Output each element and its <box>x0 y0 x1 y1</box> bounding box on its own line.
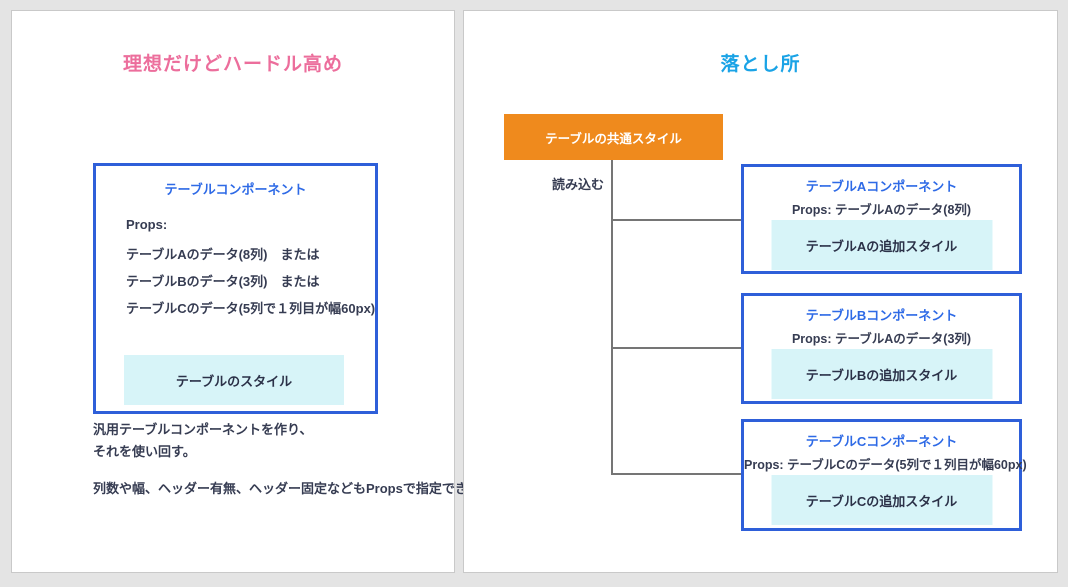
right-panel: 落とし所 テーブルの共通スタイル 読み込む テーブルAコンポーネント Props… <box>463 10 1058 573</box>
left-note-extra: 列数や幅、ヘッダー有無、ヘッダー固定などもPropsで指定できる <box>93 481 481 496</box>
connector-branch-a <box>613 219 741 221</box>
props-label: Props: <box>126 217 168 232</box>
connector-branch-c <box>613 473 741 475</box>
left-note-block: 汎用テーブルコンポーネントを作り、 それを使い回す。 <box>93 419 312 463</box>
table-b-style-box: テーブルBの追加スタイル <box>771 349 992 399</box>
props-option-c: テーブルCのデータ(5列で１列目が幅60px) <box>126 301 376 316</box>
connector-vertical-line <box>611 160 613 475</box>
table-b-component-title: テーブルBコンポーネント <box>805 308 958 323</box>
edge-label-load: 読み込む <box>551 177 604 192</box>
table-b-component-box: テーブルBコンポーネント Props: テーブルAのデータ(3列) テーブルBの… <box>741 293 1022 404</box>
props-option-b: テーブルBのデータ(3列) または <box>126 274 320 289</box>
table-c-props: Props: テーブルCのデータ(5列で１列目が幅60px) <box>744 458 1027 472</box>
connector-branch-b <box>613 347 741 349</box>
table-c-style-box: テーブルCの追加スタイル <box>771 475 992 525</box>
table-component-box-title: テーブルコンポーネント <box>164 182 307 197</box>
left-note-line-1: 汎用テーブルコンポーネントを作り、 <box>93 422 313 437</box>
left-panel: 理想だけどハードル高め テーブルコンポーネント Props: テーブルAのデータ… <box>11 10 481 573</box>
table-c-component-title: テーブルCコンポーネント <box>805 434 958 449</box>
left-note-line-2: それを使い回す。 <box>93 444 196 459</box>
table-a-style-box: テーブルAの追加スタイル <box>771 220 992 270</box>
table-style-box: テーブルのスタイル <box>124 355 344 405</box>
table-a-props: Props: テーブルAのデータ(8列) <box>791 203 972 217</box>
props-option-a: テーブルAのデータ(8列) または <box>126 247 320 262</box>
table-c-component-box: テーブルCコンポーネント Props: テーブルCのデータ(5列で１列目が幅60… <box>741 419 1027 531</box>
shared-style-box: テーブルの共通スタイル <box>504 114 723 160</box>
table-a-component-box: テーブルAコンポーネント Props: テーブルAのデータ(8列) テーブルAの… <box>741 164 1022 274</box>
left-panel-title: 理想だけどハードル高め <box>122 54 343 75</box>
table-component-box: テーブルコンポーネント Props: テーブルAのデータ(8列) または テーブ… <box>93 163 378 414</box>
table-a-component-title: テーブルAコンポーネント <box>805 179 958 194</box>
table-b-props: Props: テーブルAのデータ(3列) <box>791 332 972 346</box>
right-panel-title: 落とし所 <box>720 54 801 75</box>
